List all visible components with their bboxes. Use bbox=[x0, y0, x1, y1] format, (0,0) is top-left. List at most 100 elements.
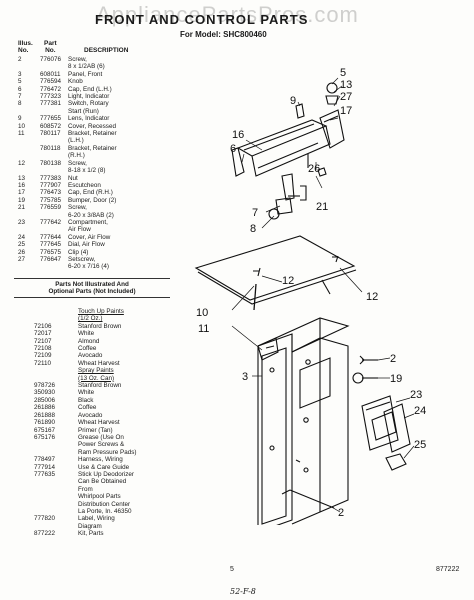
supply-desc: Power Screws & bbox=[78, 441, 125, 449]
header-description: DESCRIPTION bbox=[84, 47, 129, 54]
supply-part: 72017 bbox=[34, 330, 52, 338]
parts-illus bbox=[18, 63, 40, 70]
parts-illus bbox=[18, 167, 40, 174]
callout-19: 19 bbox=[390, 373, 402, 385]
callout-12-right: 12 bbox=[366, 291, 378, 303]
supply-part bbox=[34, 523, 60, 530]
notes-heading: Parts Not Illustrated And Optional Parts… bbox=[14, 278, 170, 298]
callout-6: 6 bbox=[230, 143, 236, 155]
parts-part: 777907 bbox=[40, 181, 62, 189]
notes-title-line1: Parts Not Illustrated And bbox=[55, 281, 129, 288]
parts-part bbox=[40, 226, 68, 233]
supply-desc: La Porte, In. 46350 bbox=[78, 507, 132, 515]
parts-part: 777642 bbox=[40, 218, 62, 226]
supply-desc: Avocado bbox=[78, 411, 103, 419]
parts-desc: Bumper, Door (2) bbox=[68, 196, 117, 204]
parts-row: (L.H.) bbox=[18, 137, 176, 144]
parts-part: 608572 bbox=[40, 122, 62, 130]
supply-part: 877222 bbox=[34, 530, 56, 538]
notes-divider bbox=[14, 296, 170, 298]
parts-desc: 8 x 1/2AB (6) bbox=[68, 63, 105, 71]
callout-21: 21 bbox=[316, 201, 328, 213]
parts-desc: Switch, Rotary bbox=[68, 100, 109, 108]
supply-desc: White bbox=[78, 330, 95, 338]
supply-part: 72109 bbox=[34, 352, 52, 360]
supply-part bbox=[34, 501, 60, 508]
callout-26: 26 bbox=[308, 163, 320, 175]
supply-desc: Almond bbox=[78, 337, 100, 345]
supply-desc: Stanford Brown bbox=[78, 382, 122, 390]
parts-part: 777644 bbox=[40, 233, 62, 241]
callout-12-top: 12 bbox=[282, 275, 294, 287]
supply-part: 285006 bbox=[34, 396, 56, 404]
parts-illus bbox=[18, 226, 40, 233]
parts-desc: Cover, Air Flow bbox=[68, 233, 111, 241]
parts-illus: 11 bbox=[18, 130, 25, 138]
supply-part: 777914 bbox=[34, 463, 56, 471]
parts-part: 777383 bbox=[40, 174, 62, 182]
parts-illus bbox=[18, 145, 40, 152]
parts-illus: 9 bbox=[18, 115, 22, 123]
callout-11: 11 bbox=[198, 323, 209, 335]
callout-23: 23 bbox=[410, 389, 422, 401]
parts-part: 780138 bbox=[40, 159, 62, 167]
parts-desc: Start (Run) bbox=[68, 107, 99, 115]
supply-desc: Stick Up Deodorizer bbox=[78, 470, 134, 478]
handwritten-note: 52-F-8 bbox=[230, 587, 256, 596]
supply-part: 261888 bbox=[34, 411, 56, 419]
parts-row: 6-20 x 3/8AB (2) bbox=[18, 212, 176, 219]
supply-part bbox=[34, 493, 60, 500]
supply-desc: Harness, Wiring bbox=[78, 456, 123, 464]
callout-24: 24 bbox=[414, 405, 426, 417]
callout-27: 27 bbox=[340, 91, 352, 103]
supply-desc: Wheat Harvest bbox=[78, 419, 120, 427]
parts-part: 776473 bbox=[40, 189, 62, 197]
parts-desc: Bracket, Retainer bbox=[68, 144, 117, 152]
supply-desc: Kit, Parts bbox=[78, 530, 104, 538]
supply-row: From bbox=[18, 486, 178, 493]
supply-desc: Coffee bbox=[78, 404, 97, 412]
parts-desc: Compartment, bbox=[68, 218, 108, 226]
parts-illus: 25 bbox=[18, 241, 26, 249]
parts-desc: Cap, End (R.H.) bbox=[68, 189, 113, 197]
parts-row: 8-18 x 1/2 (8) bbox=[18, 167, 176, 174]
supply-row: 261888 Avocado bbox=[18, 412, 178, 419]
supply-row: Ram Pressure Pads) bbox=[18, 449, 178, 456]
parts-part: 776594 bbox=[40, 78, 62, 86]
callout-8: 8 bbox=[250, 223, 256, 235]
parts-illus: 2 bbox=[18, 56, 22, 63]
parts-illus: 19 bbox=[18, 196, 26, 204]
supply-desc: Stanford Brown bbox=[78, 322, 122, 330]
callout-3: 3 bbox=[242, 371, 248, 383]
supply-desc: Grease (Use On bbox=[78, 433, 124, 441]
parts-desc: Screw, bbox=[68, 204, 87, 212]
supply-row: Can Be Obtained bbox=[18, 478, 178, 485]
parts-row: Start (Run) bbox=[18, 108, 176, 115]
parts-desc: (L.H.) bbox=[68, 137, 84, 145]
touchup-heading: Touch Up Paints bbox=[78, 308, 124, 315]
escutcheon-shape bbox=[236, 119, 328, 157]
supply-part bbox=[34, 486, 60, 493]
parts-row: 6-20 x 7/16 (4) bbox=[18, 263, 176, 270]
document-number: 877222 bbox=[436, 566, 460, 573]
parts-desc: Panel, Front bbox=[68, 70, 103, 78]
supply-row: La Porte, In. 46350 bbox=[18, 508, 178, 515]
spray-size: (13 Oz. Can) bbox=[78, 374, 115, 382]
supply-desc: White bbox=[78, 389, 95, 397]
callout-2-right: 2 bbox=[390, 353, 396, 365]
parts-part bbox=[40, 167, 68, 174]
